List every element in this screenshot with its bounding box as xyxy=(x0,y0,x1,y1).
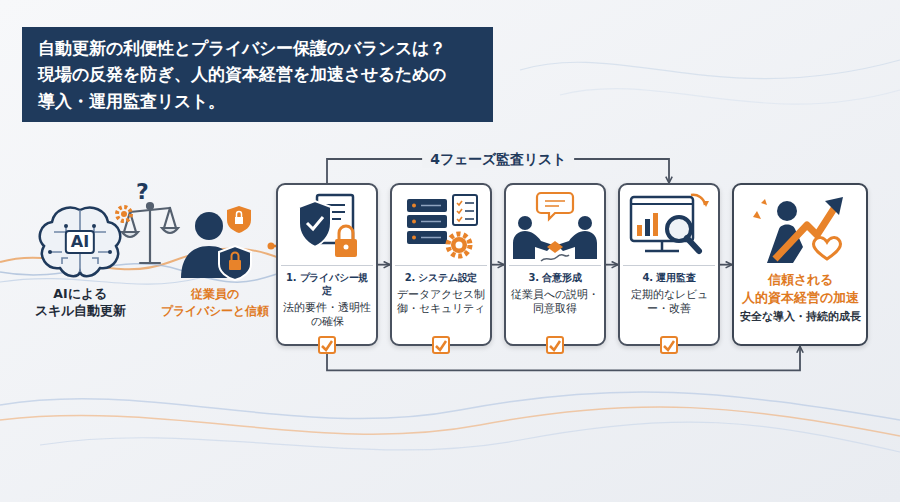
body-text: 定期的なレビュー・改善 xyxy=(623,287,715,315)
plabel-text: 従業員の プライバシーと信頼 xyxy=(159,286,271,320)
question-mark: ? xyxy=(136,180,149,204)
person-icon xyxy=(173,202,257,282)
check-mark xyxy=(320,339,334,353)
scales-icon xyxy=(122,203,178,263)
checkbox-mark xyxy=(546,336,564,354)
checkbox-mark xyxy=(318,336,336,354)
head-text: 1. プライバシー規定 xyxy=(281,265,373,297)
icon-holder xyxy=(739,189,861,269)
body-text: 法的要件・透明性の確保 xyxy=(281,300,373,328)
body-text: 従業員への説明・同意取得 xyxy=(509,287,601,315)
audit-icon xyxy=(625,189,713,265)
phase-connector xyxy=(492,264,504,266)
icon-holder xyxy=(509,189,601,265)
growth-icon xyxy=(745,189,855,269)
head-text: 2. システム設定 xyxy=(395,265,487,284)
flow-dot xyxy=(268,243,275,250)
checkbox-mark xyxy=(660,336,678,354)
check-mark xyxy=(548,339,562,353)
system-icon xyxy=(397,189,485,265)
privacy-icon xyxy=(283,189,371,265)
head-text: 3. 合意形成 xyxy=(509,265,601,284)
body-text: 安全な導入・持続的成長 xyxy=(739,309,861,323)
result-card: 信頼される 人的資本経営の加速安全な導入・持続的成長 xyxy=(732,183,868,346)
ai-brain-node: AI AIによる スキル自動更新 xyxy=(28,202,132,320)
phase-connector xyxy=(720,264,732,266)
phase-connector xyxy=(378,264,390,266)
icon-holder xyxy=(159,202,271,282)
fhead-text: 信頼される 人的資本経営の加速 xyxy=(739,271,861,306)
title-text: 自動更新の利便性とプライバシー保護のバランスは？ 現場の反発を防ぎ、人的資本経営… xyxy=(38,35,477,114)
check-mark xyxy=(434,339,448,353)
title-banner: 自動更新の利便性とプライバシー保護のバランスは？ 現場の反発を防ぎ、人的資本経営… xyxy=(22,27,493,122)
icon-holder: AI xyxy=(28,202,132,282)
head-text: 4. 運用監査 xyxy=(623,265,715,284)
phase-card: 2. システム設定データアクセス制御・セキュリティ xyxy=(390,183,492,346)
phase-connector xyxy=(606,264,618,266)
phase-card: 3. 合意形成従業員への説明・同意取得 xyxy=(504,183,606,346)
phase-card: 1. プライバシー規定法的要件・透明性の確保 xyxy=(276,183,378,346)
agreement-icon xyxy=(511,189,599,265)
icon-holder xyxy=(395,189,487,265)
check-mark xyxy=(662,339,676,353)
chip-label: AI xyxy=(65,230,95,254)
icon-holder xyxy=(281,189,373,265)
edge-label: 4フェーズ監査リスト xyxy=(422,150,574,168)
phase-card: 4. 運用監査定期的なレビュー・改善 xyxy=(618,183,720,346)
icon-holder xyxy=(623,189,715,265)
gear-icons xyxy=(117,207,131,221)
body-text: データアクセス制御・セキュリティ xyxy=(395,287,487,315)
employee-node: 従業員の プライバシーと信頼 xyxy=(159,202,271,320)
blabel-text: AIによる スキル自動更新 xyxy=(28,286,132,320)
checkbox-mark xyxy=(432,336,450,354)
